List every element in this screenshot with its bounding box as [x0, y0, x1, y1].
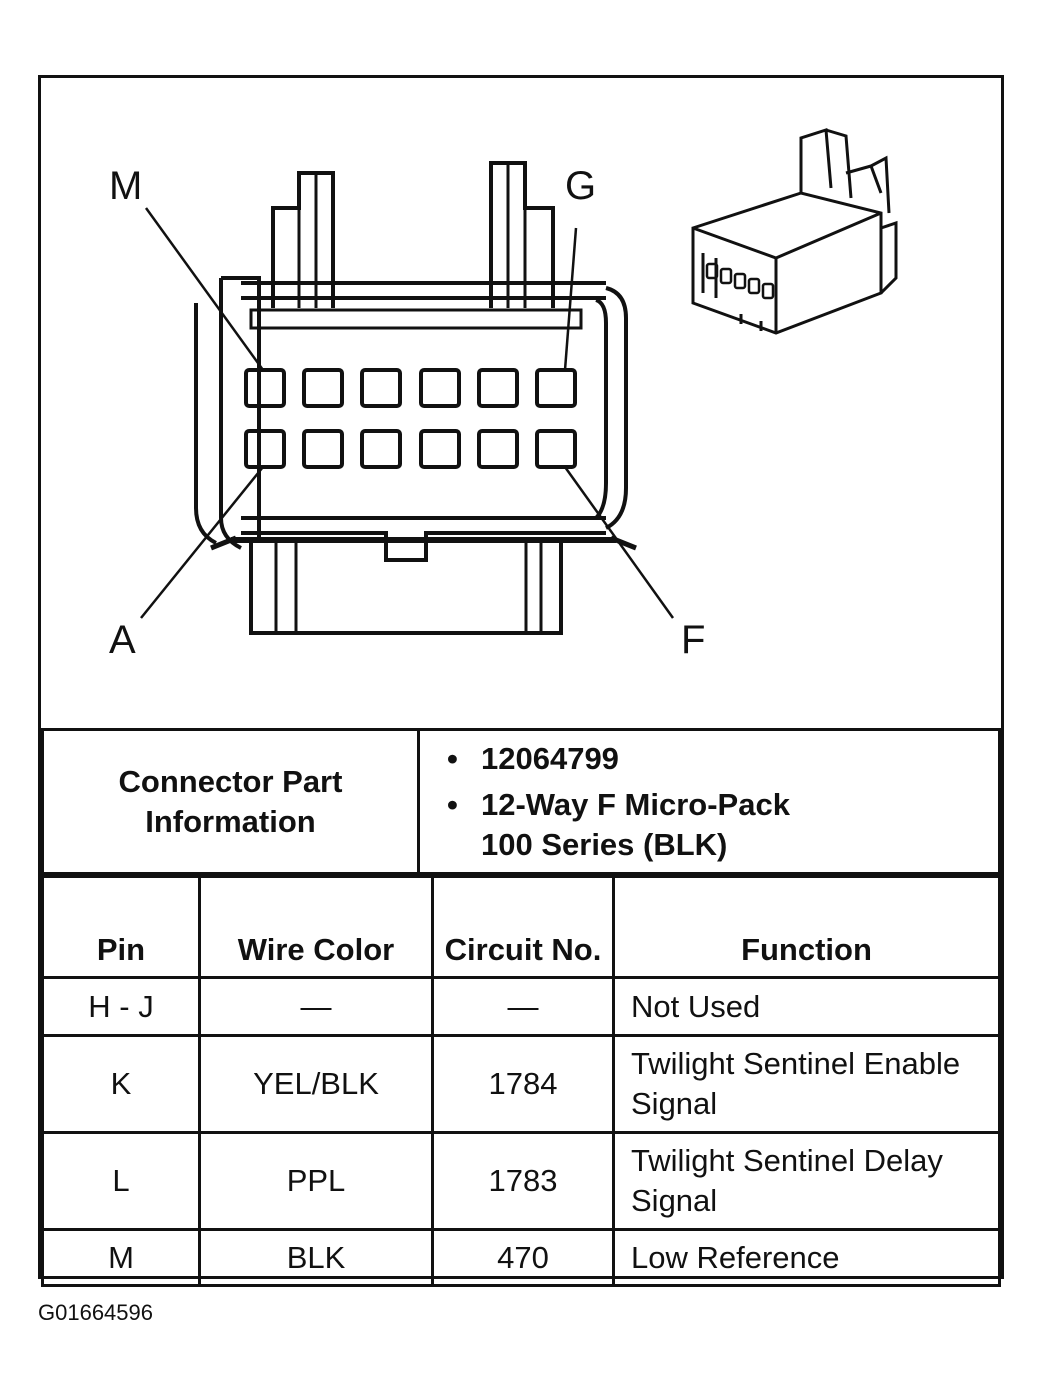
pin-label-a: A — [109, 618, 136, 662]
wire-color-cell: BLK — [198, 1228, 434, 1287]
function-cell: Twilight Sentinel Delay Signal — [612, 1131, 1001, 1231]
connector-info-table: Connector Part Information 12064799 12-W… — [41, 728, 1001, 875]
header-circuit-no: Circuit No. — [431, 875, 615, 979]
header-pin: Pin — [41, 875, 201, 979]
function-cell: Not Used — [612, 976, 1001, 1037]
connector-info-label: Connector Part Information — [41, 728, 420, 875]
pin-cell: K — [41, 1034, 201, 1134]
circuit-no-cell: — — [431, 976, 615, 1037]
pin-label-m: M — [109, 164, 143, 208]
table-row: M BLK 470 Low Reference — [41, 1228, 1001, 1287]
pin-table: Pin Wire Color Circuit No. Function H - … — [41, 875, 1001, 1287]
connector-diagram: M G A F — [41, 78, 1001, 728]
circuit-no-cell: 1784 — [431, 1034, 615, 1134]
figure-id: G01664596 — [38, 1300, 153, 1325]
pin-label-g: G — [565, 164, 597, 208]
pin-label-f: F — [681, 618, 706, 662]
connector-info-values: 12064799 12-Way F Micro-Pack 100 Series … — [417, 728, 1001, 875]
circuit-no-cell: 1783 — [431, 1131, 615, 1231]
pin-cell: H - J — [41, 976, 201, 1037]
connector-face-drawing — [140, 127, 898, 635]
table-row: H - J — — Not Used — [41, 976, 1001, 1037]
pin-table-header: Pin Wire Color Circuit No. Function — [41, 875, 1001, 979]
table-row: K YEL/BLK 1784 Twilight Sentinel Enable … — [41, 1034, 1001, 1134]
wire-color-cell: PPL — [198, 1131, 434, 1231]
connector-part-number: 12064799 — [447, 739, 997, 779]
pin-cell: M — [41, 1228, 201, 1287]
table-row: L PPL 1783 Twilight Sentinel Delay Signa… — [41, 1131, 1001, 1231]
header-wire-color: Wire Color — [198, 875, 434, 979]
function-cell: Twilight Sentinel Enable Signal — [612, 1034, 1001, 1134]
wire-color-cell: — — [198, 976, 434, 1037]
diagram-frame: M G A F Connector Part Information 12064… — [38, 75, 1004, 1287]
connector-description: 12-Way F Micro-Pack 100 Series (BLK) — [447, 785, 997, 865]
header-function: Function — [612, 875, 1001, 979]
wire-color-cell: YEL/BLK — [198, 1034, 434, 1134]
pin-cell: L — [41, 1131, 201, 1231]
function-cell: Low Reference — [612, 1228, 1001, 1287]
circuit-no-cell: 470 — [431, 1228, 615, 1287]
connector-isometric-icon — [691, 127, 898, 335]
